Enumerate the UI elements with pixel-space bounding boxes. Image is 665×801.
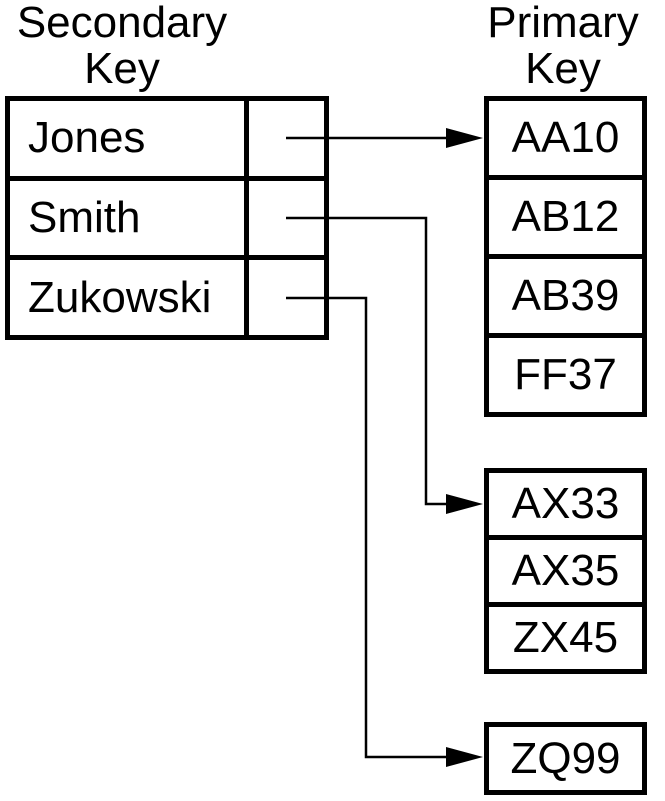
primary-key-cell: AB12 xyxy=(489,180,642,259)
arrow-zukowski-to-zq99 xyxy=(286,296,483,767)
primary-key-cell: ZX45 xyxy=(512,613,619,662)
secondary-key-title: Secondary Key xyxy=(2,0,242,92)
primary-key-cell: ZQ99 xyxy=(510,733,621,783)
secondary-row-smith: Smith xyxy=(10,180,324,261)
secondary-key-title-line1: Secondary xyxy=(16,0,228,47)
secondary-name-cell: Jones xyxy=(10,101,249,176)
primary-key-cell: AA10 xyxy=(489,101,642,180)
primary-key-block-3: ZQ99 xyxy=(484,722,647,795)
primary-key-cell: AX33 xyxy=(489,473,642,540)
primary-key-cell: FF37 xyxy=(514,350,617,399)
primary-key-cell: AX35 xyxy=(489,540,642,607)
primary-key-block-2: AX33 AX35 ZX45 xyxy=(484,468,647,674)
primary-key-title-line1: Primary xyxy=(487,0,639,47)
primary-key-cell: AB39 xyxy=(489,259,642,338)
secondary-row-zukowski: Zukowski xyxy=(10,260,324,336)
secondary-key-title-line2: Key xyxy=(84,44,160,93)
primary-key-title-line2: Key xyxy=(525,44,601,93)
pointer-cell xyxy=(249,101,324,176)
secondary-name-cell: Smith xyxy=(10,180,249,256)
secondary-row-jones: Jones xyxy=(10,101,324,181)
primary-key-block-1: AA10 AB12 AB39 FF37 xyxy=(484,96,647,417)
pointer-cell xyxy=(249,181,324,256)
secondary-key-table: Jones Smith Zukowski xyxy=(5,96,329,340)
pointer-cell xyxy=(249,260,324,335)
primary-key-title: Primary Key xyxy=(465,0,661,92)
secondary-name-cell: Zukowski xyxy=(10,260,249,336)
